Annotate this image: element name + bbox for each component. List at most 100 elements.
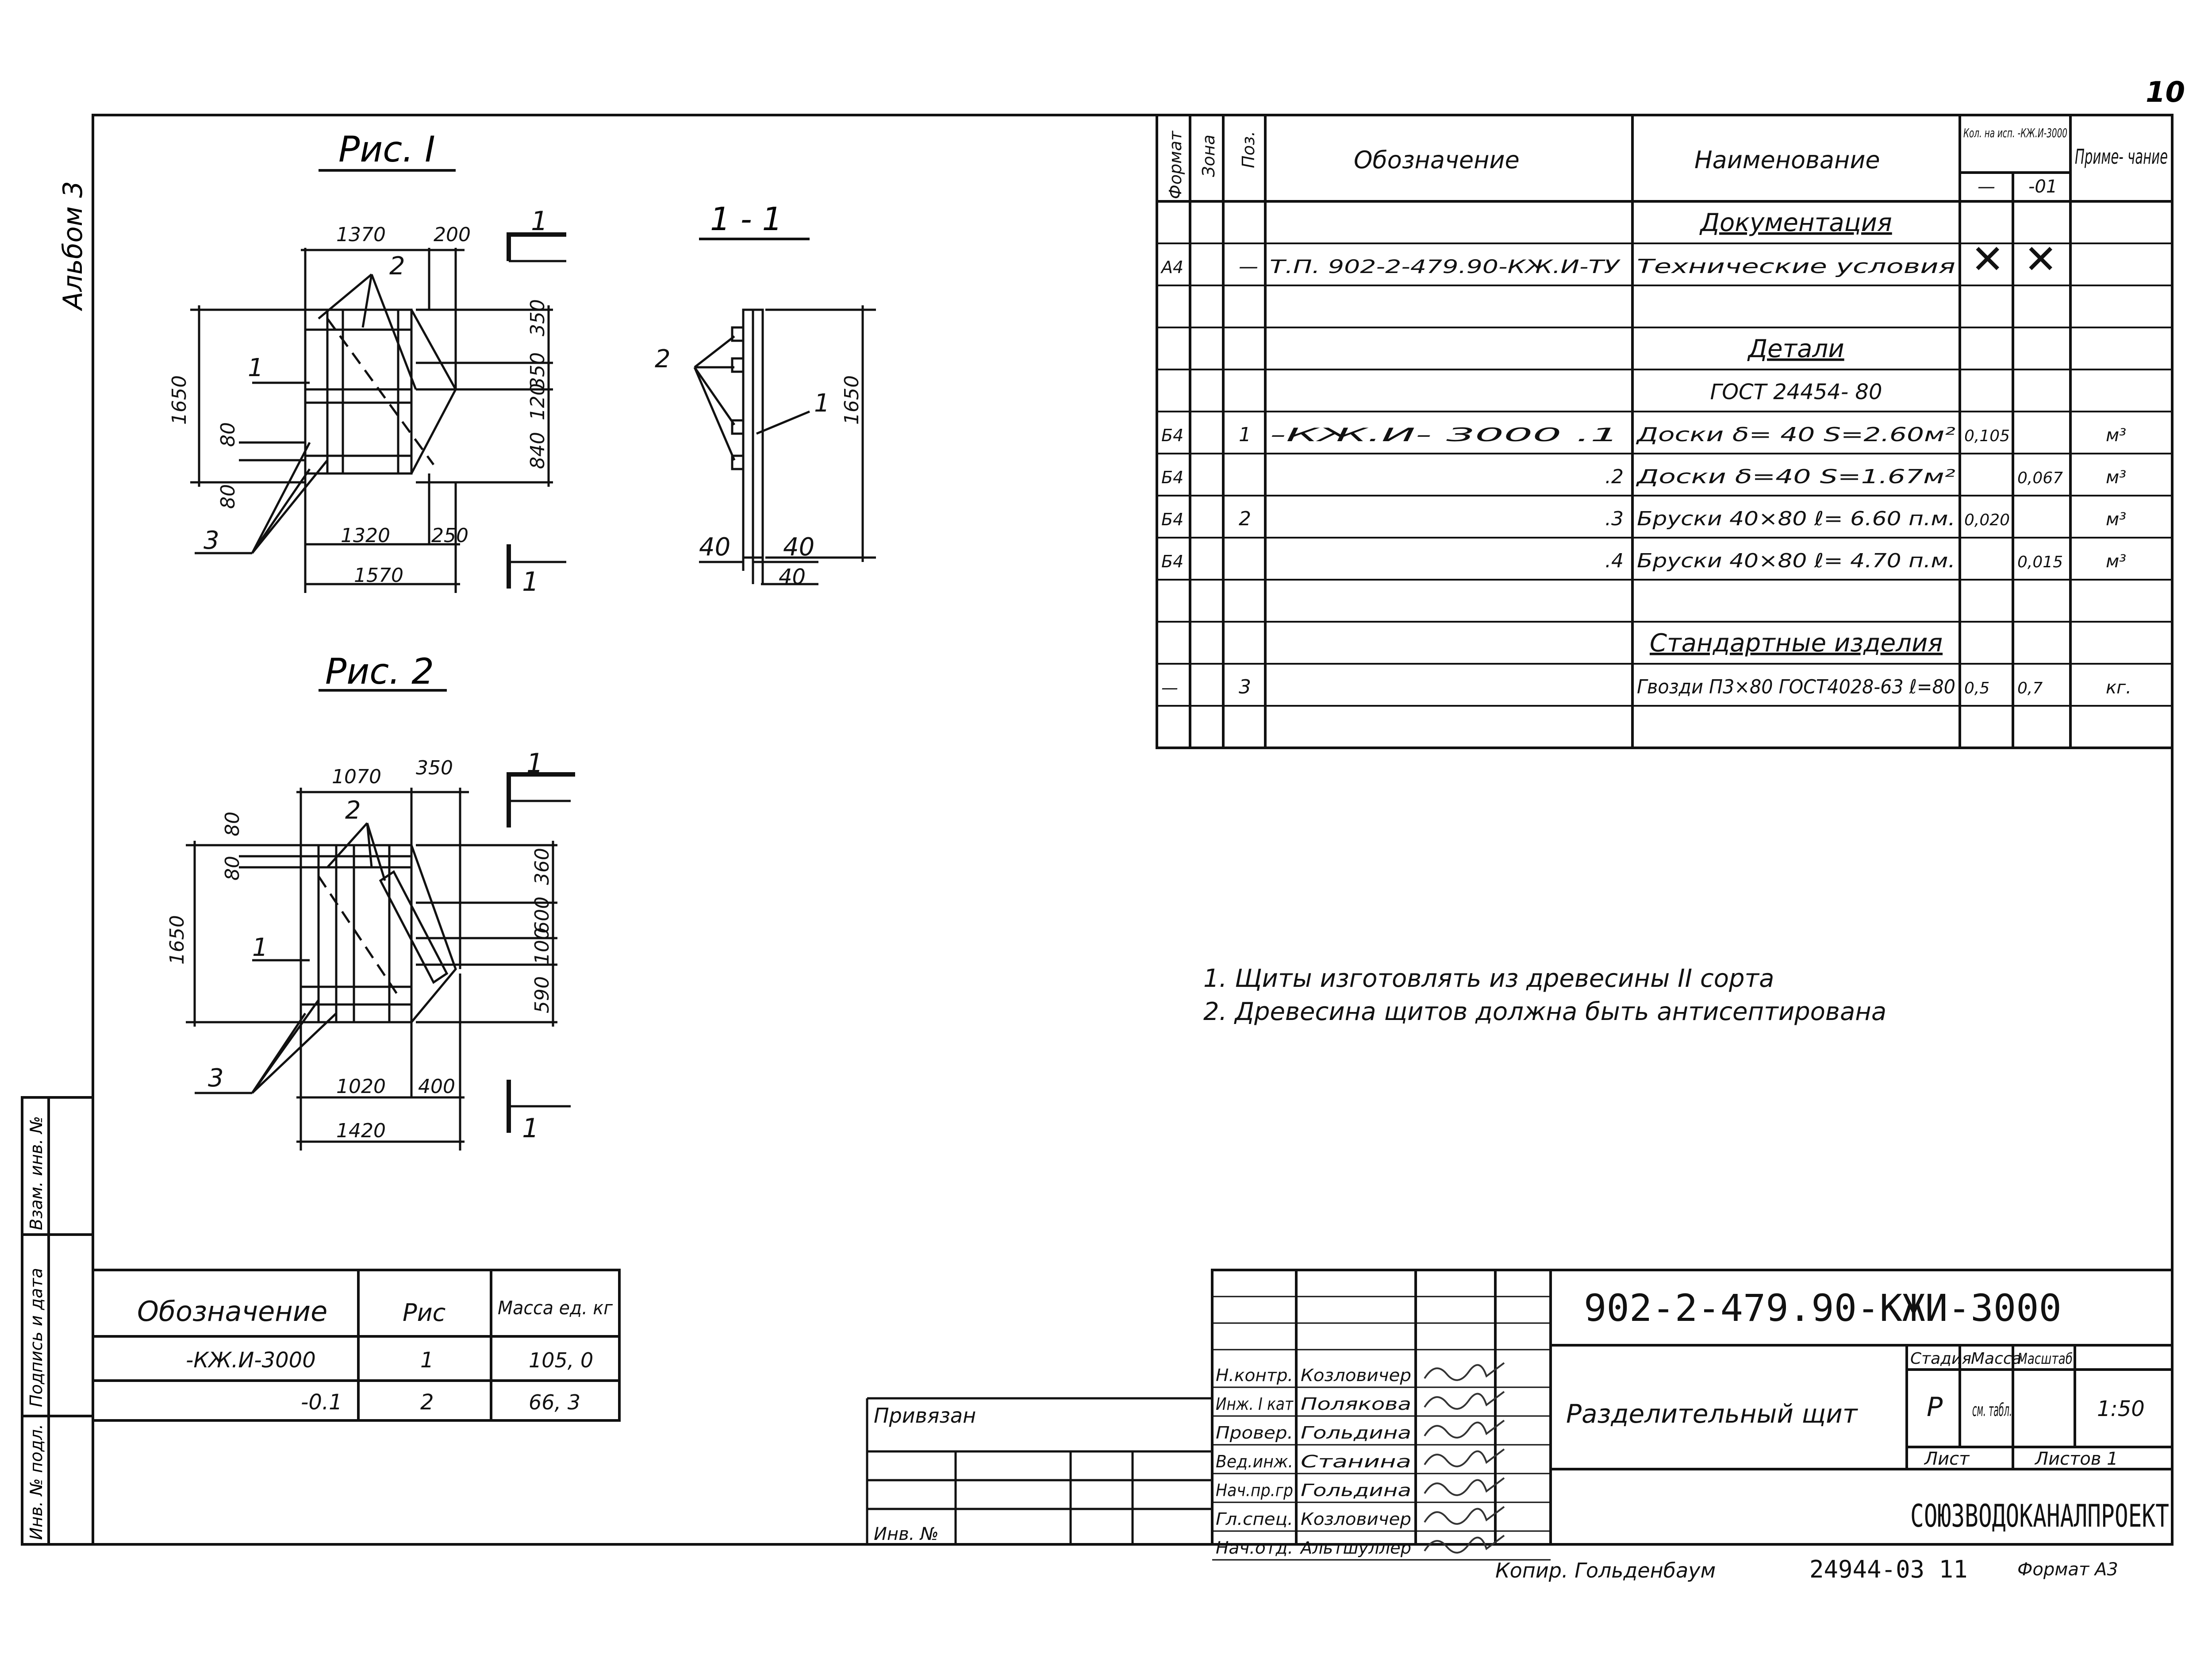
- spec-cell-format: Б4: [1161, 468, 1183, 487]
- spec-cell-name: Стандартные изделия: [1650, 629, 1943, 658]
- spec-cell-name: Детали: [1747, 335, 1844, 363]
- spec-cell-note: кг.: [2106, 677, 2131, 698]
- spec-cell-format: Б4: [1161, 552, 1183, 571]
- spec-cell-name: Бруски 40×80 ℓ= 4.70 п.м.: [1637, 550, 1955, 572]
- title-block: 902-2-479.90-КЖИ-3000 Разделительный щит…: [1211, 1269, 2174, 1561]
- fig2-callout-2: 2: [345, 796, 361, 825]
- fig2-dim-r1: 360: [531, 848, 553, 885]
- fig1-dim-bot2: 250: [431, 524, 469, 547]
- fig1-section-mark-bottom: 1: [522, 566, 539, 597]
- fig1-dim-top2: 200: [434, 223, 471, 246]
- tb-role: Вед.инж.: [1216, 1452, 1293, 1471]
- spec-header-format: Формат: [1166, 130, 1185, 199]
- fig1-dim-r1: 350: [526, 299, 549, 336]
- fig2-dim-total: 1420: [336, 1120, 386, 1142]
- section-dim-w2: 40: [783, 533, 814, 562]
- fig2-title: Рис. 2: [325, 651, 434, 692]
- spec-cell-pos: 3: [1239, 676, 1251, 698]
- spec-cell-name: Технические условия: [1637, 255, 1955, 278]
- figure-1: Рис. I: [168, 129, 566, 597]
- fig1-dim-height: 1650: [168, 375, 191, 425]
- fig2-dim-height: 1650: [166, 915, 188, 965]
- spec-cell-pos: 1: [1239, 423, 1251, 446]
- fig2-dim-r2: 600: [531, 897, 553, 934]
- signature-mark: [1424, 1506, 1505, 1525]
- spec-header-note: Приме- чание: [2075, 145, 2168, 169]
- note-1: 1. Щиты изготовлять из древесины II сорт…: [1203, 964, 1774, 993]
- fig2-dim-l2: 80: [221, 856, 244, 881]
- fig1-callout-2: 2: [389, 252, 405, 281]
- tb-name: Полякова: [1301, 1394, 1411, 1414]
- stage-header: Стадия: [1910, 1350, 1971, 1368]
- spec-header-qty-b: -01: [2028, 177, 2057, 197]
- mass-header: Масса: [1971, 1350, 2022, 1368]
- tb-name: Альтшуллер: [1299, 1538, 1411, 1558]
- signature-mark: [1424, 1535, 1505, 1554]
- mass-row-2-fig: 2: [420, 1390, 434, 1415]
- tb-name: Гольдина: [1301, 1423, 1411, 1443]
- fig2-dim-top1: 1070: [332, 766, 381, 788]
- mass-row-1-designation: -КЖ.И-3000: [186, 1348, 316, 1373]
- fig2-section-mark-bottom: 1: [522, 1113, 539, 1144]
- section-1-1: 1 - 1 1650 2 1 4: [655, 200, 876, 589]
- binding-block: Привязан Инв. №: [866, 1397, 1212, 1544]
- footer: Копир. Гольденбаум 24944-03 11 Формат А3: [1495, 1555, 2118, 1583]
- section-dim-height: 1650: [841, 375, 863, 425]
- privyazan-label: Привязан: [874, 1404, 976, 1428]
- tb-role: Н.контр.: [1216, 1366, 1293, 1385]
- specification-table: Формат Зона Поз. Обозначение Наименовани…: [1156, 114, 2174, 749]
- fig1-dim-r3: 120: [526, 383, 549, 420]
- fig1-dim-l2: 80: [217, 484, 239, 509]
- spec-header-pos: Поз.: [1239, 131, 1258, 168]
- side-label-podpis: Подпись и дата: [27, 1268, 46, 1407]
- archive-number: 24944-03 11: [1809, 1555, 1968, 1583]
- spec-cell-qb: 0,7: [2017, 679, 2043, 697]
- side-label-inv: Инв. № подл.: [27, 1424, 46, 1540]
- section-title: 1 - 1: [710, 200, 782, 238]
- spec-cell-qb: 0,067: [2017, 469, 2063, 487]
- section-callout-1: 1: [814, 389, 830, 418]
- spec-cell-qa: 0,020: [1964, 511, 2010, 529]
- mass-header-fig: Рис: [403, 1299, 445, 1327]
- fig2-callout-3: 3: [208, 1064, 224, 1093]
- spec-header-qty: Кол. на исп. -КЖ.И-3000: [1963, 126, 2067, 140]
- spec-cell-format: —: [1161, 678, 1178, 697]
- signature-mark: [1424, 1477, 1505, 1496]
- fig1-dim-bot1: 1320: [341, 524, 390, 547]
- spec-cell-qb: 0,015: [2017, 553, 2063, 571]
- notes: 1. Щиты изготовлять из древесины II сорт…: [1203, 964, 1886, 1026]
- fig1-dim-r4: 840: [526, 432, 549, 469]
- spec-cell-note: м³: [2106, 425, 2126, 446]
- drawing-code: 902-2-479.90-КЖИ-3000: [1584, 1286, 2062, 1330]
- spec-cell-name: Доски δ=40 S=1.67м²: [1636, 466, 1955, 488]
- mass-header-mass: Масса ед. кг: [498, 1297, 613, 1319]
- spec-cell-name: Гвозди П3×80 ГОСТ4028-63 ℓ=80: [1637, 676, 1955, 698]
- spec-cell-name: Доски δ= 40 S=2.60м²: [1636, 423, 1955, 446]
- spec-cell-qb: ✕: [2024, 236, 2057, 283]
- fig1-dim-total: 1570: [354, 564, 403, 587]
- spec-cell-designation: .4: [1605, 550, 1624, 572]
- fig1-dim-l1: 80: [217, 422, 239, 447]
- signature-mark: [1424, 1362, 1505, 1381]
- spec-cell-note: м³: [2106, 509, 2126, 530]
- tb-role: Провер.: [1216, 1423, 1293, 1443]
- fig1-title: Рис. I: [338, 129, 435, 170]
- fig2-dim-bot1: 1020: [336, 1075, 386, 1098]
- spec-cell-name: ГОСТ 24454- 80: [1710, 380, 1882, 404]
- spec-cell-designation: -КЖ.И- 3000 .1: [1270, 424, 1619, 446]
- spec-cell-designation: Т.П. 902-2-479.90-КЖ.И-ТУ: [1270, 256, 1621, 277]
- fig2-section-mark-top: 1: [526, 748, 543, 779]
- sheet-header: Лист: [1924, 1449, 1970, 1469]
- figure-2: Рис. 2: [166, 651, 575, 1151]
- spec-cell-qa: ✕: [1971, 236, 2004, 283]
- fig2-callout-1: 1: [252, 933, 268, 962]
- signature-mark: [1424, 1420, 1505, 1439]
- mass-row-1-fig: 1: [420, 1348, 434, 1373]
- fig1-dim-r2: 350: [526, 352, 549, 389]
- stage-value: Р: [1927, 1392, 1943, 1423]
- fig1-dim-top1: 1370: [336, 223, 386, 246]
- tb-role: Нач.пр.гр: [1216, 1481, 1293, 1500]
- scale-value: 1:50: [2097, 1397, 2145, 1421]
- fig1-section-mark-top: 1: [531, 206, 548, 237]
- spec-cell-note: м³: [2106, 467, 2126, 488]
